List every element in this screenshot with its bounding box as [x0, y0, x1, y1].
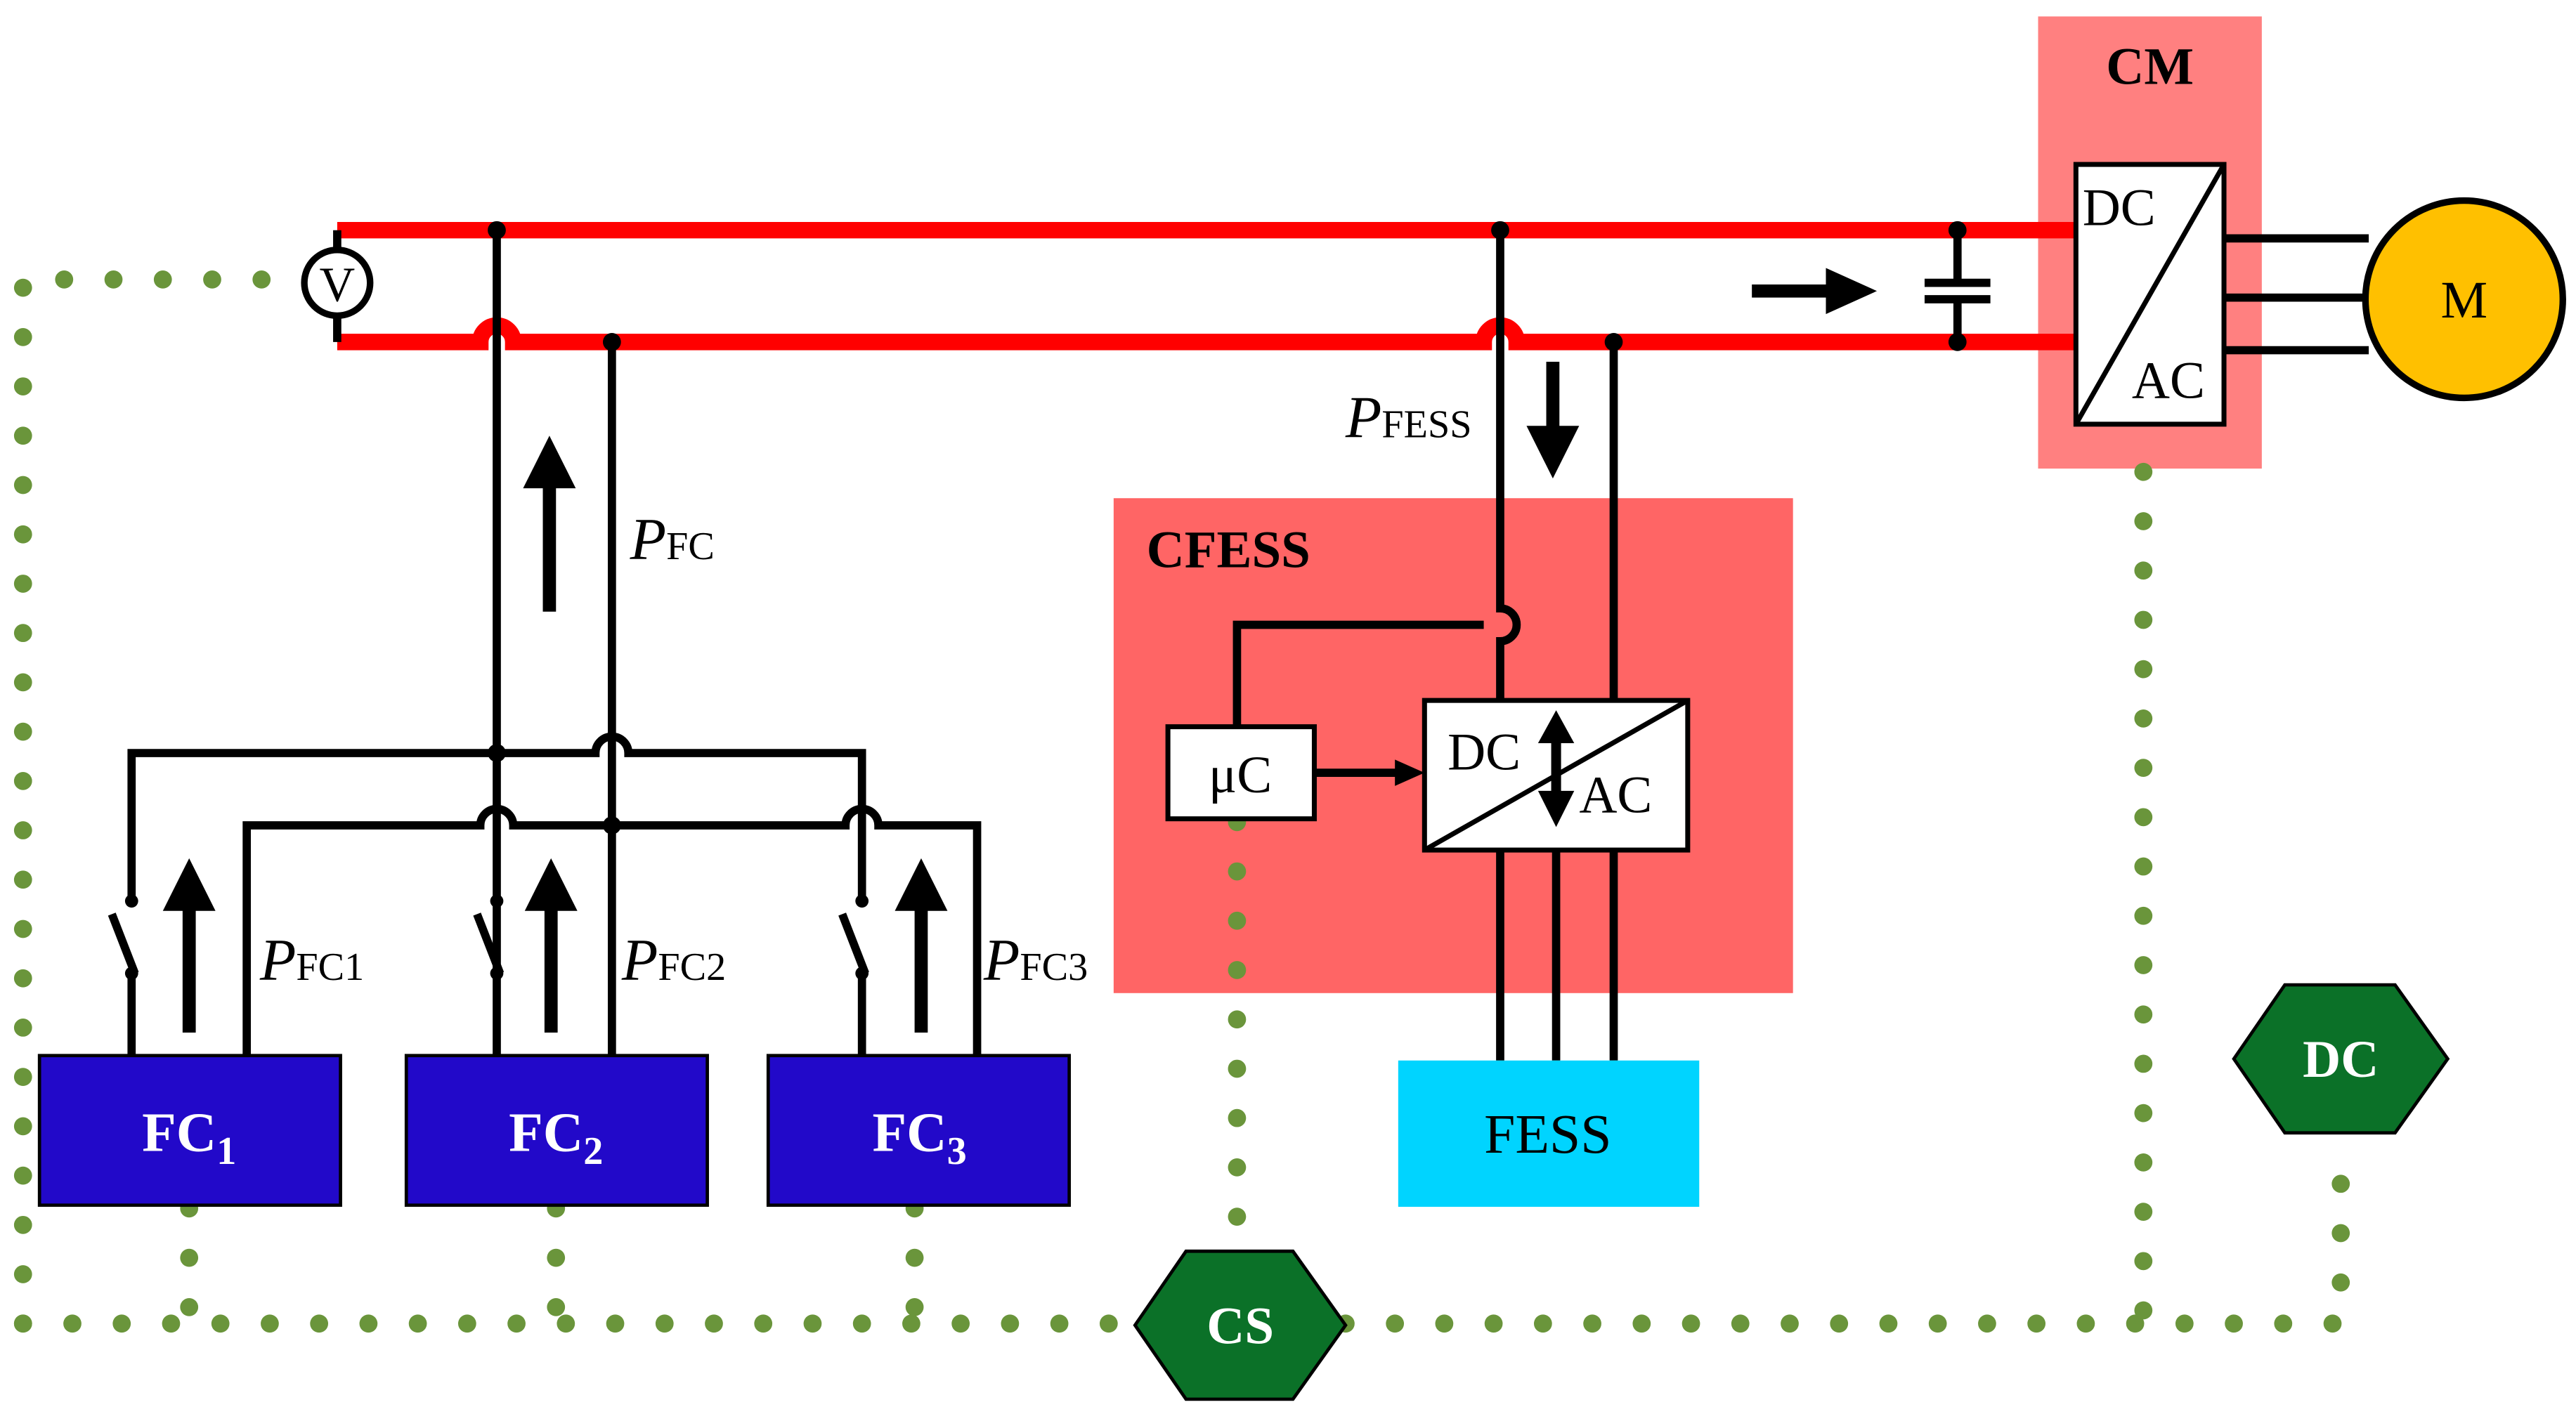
pfc-label: PFC [630, 507, 715, 572]
fc1-label: FC1 [142, 1101, 236, 1173]
pfc3-arrow [895, 858, 948, 911]
pfc1-label: PFC1 [259, 928, 364, 993]
communication-lines [13, 270, 2350, 1333]
fc1-block: FC1 [37, 1054, 342, 1207]
pfess-arrow [1526, 426, 1580, 479]
cs-hexagon: CS [1133, 1249, 1348, 1401]
cfess-title: CFESS [1147, 521, 1310, 580]
fc3-block: FC3 [766, 1054, 1071, 1207]
dc-link-capacitor [1924, 230, 1991, 342]
pfc3-label: PFC3 [983, 928, 1088, 993]
pfc2-arrow [524, 858, 578, 911]
motor: M [2362, 197, 2566, 402]
cfess-converter-dc: DC [1448, 723, 1521, 781]
bus-flow-arrow [1826, 268, 1878, 315]
pfess-label: PFESS [1345, 386, 1472, 451]
pfc1-arrow [162, 858, 216, 911]
fc-wiring [127, 230, 982, 1056]
cfess-converter: DC AC [1422, 698, 1691, 853]
cs-label: CS [1206, 1297, 1274, 1355]
motor-label: M [2441, 271, 2488, 329]
bidirectional-arrow-icon [1537, 710, 1575, 827]
fess-wiring [1232, 230, 1618, 1061]
voltmeter: V [301, 230, 374, 342]
power-flow-arrows [162, 268, 1878, 1033]
fc2-block: FC2 [404, 1054, 709, 1207]
dc-hexagon-label: DC [2303, 1030, 2379, 1089]
pfc2-label: PFC2 [621, 928, 726, 993]
microcontroller-block: μC [1165, 724, 1317, 822]
fess-block: FESS [1398, 1060, 1700, 1207]
cm-title: CM [2106, 37, 2194, 96]
fc2-label: FC2 [509, 1101, 603, 1173]
fc-switches [108, 894, 869, 981]
microcontroller-label: μC [1209, 746, 1272, 804]
cm-converter: DC AC [2073, 162, 2369, 427]
voltmeter-icon [301, 247, 374, 320]
voltmeter-label: V [320, 257, 356, 312]
pfc-arrow [523, 436, 576, 489]
cm-converter-dc: DC [2083, 179, 2156, 237]
motor-icon [2362, 197, 2566, 402]
fc3-label: FC3 [873, 1101, 967, 1173]
cm-converter-ac: AC [2132, 351, 2205, 410]
fess-label: FESS [1484, 1104, 1611, 1165]
cfess-converter-ac: AC [1579, 766, 1652, 824]
dc-hexagon: DC [2232, 983, 2450, 1135]
junction-dots [488, 221, 1967, 834]
dc-bus [337, 221, 2076, 351]
